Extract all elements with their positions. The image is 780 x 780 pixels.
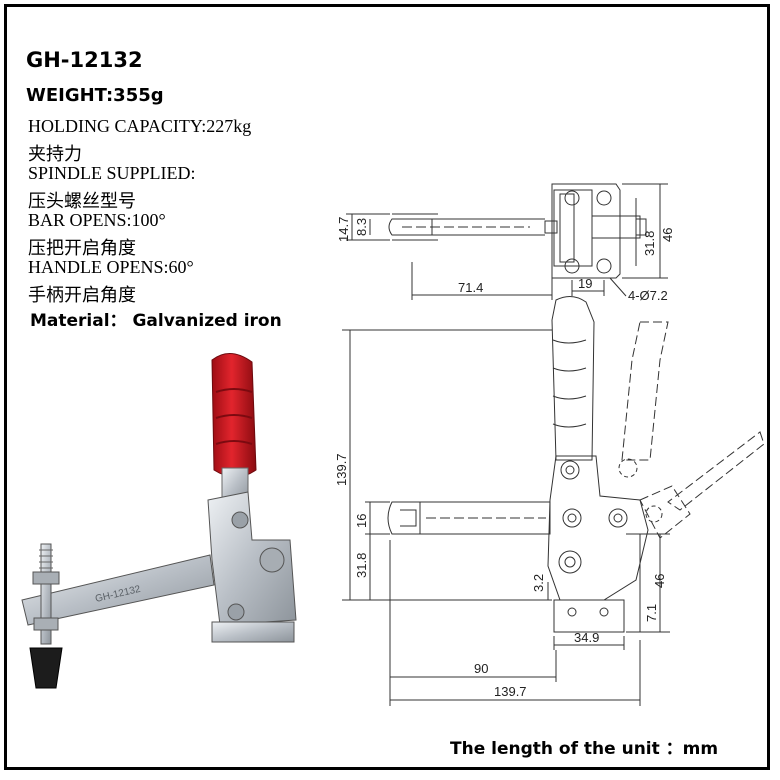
spec-handle-opens-cn: 手柄开启角度: [28, 285, 136, 305]
model-title: GH-12132: [26, 48, 143, 72]
page-frame: [4, 4, 770, 770]
spec-bar-opens-cn: 压把开启角度: [28, 238, 136, 258]
dim-7-1: 7.1: [644, 604, 659, 622]
dim-34-9: 34.9: [574, 630, 599, 645]
dim-46-top: 46: [660, 228, 675, 242]
spec-spindle-supplied-cn: 压头螺丝型号: [28, 191, 136, 211]
dim-31-8-side: 31.8: [354, 553, 369, 578]
dim-139-7-horizontal: 139.7: [494, 684, 527, 699]
dim-holes: 4-Ø7.2: [628, 288, 668, 303]
side-view: [342, 296, 765, 706]
material-label: Material： Galvanized iron: [30, 311, 282, 331]
clamp-body: [207, 491, 297, 643]
dim-90: 90: [474, 661, 488, 676]
dim-31-8-top: 31.8: [642, 231, 657, 256]
spec-spindle-supplied: SPINDLE SUPPLIED:: [28, 163, 196, 183]
dim-46-side: 46: [652, 574, 667, 588]
dim-3-2: 3.2: [531, 574, 546, 592]
rubber-pad: [29, 647, 63, 689]
dim-14-7: 14.7: [336, 217, 351, 242]
spec-holding-capacity-cn: 夹持力: [28, 144, 82, 164]
unit-note: The length of the unit ：mm: [450, 739, 719, 759]
top-view: [346, 183, 668, 300]
weight-label: WEIGHT:355g: [26, 85, 164, 106]
dimension-labels: 14.7 8.3 71.4 19 31.8 46 4-Ø7.2 139.7 16…: [334, 217, 675, 699]
handle-grip: [211, 353, 257, 478]
dim-71-4: 71.4: [458, 280, 483, 295]
dim-8-3: 8.3: [354, 218, 369, 236]
dim-19: 19: [578, 276, 592, 291]
dim-16: 16: [354, 514, 369, 528]
spec-holding-capacity: HOLDING CAPACITY:227kg: [28, 116, 252, 136]
dim-139-7-vertical: 139.7: [334, 453, 349, 486]
spindle: [29, 543, 63, 689]
spec-handle-opens: HANDLE OPENS:60°: [28, 257, 194, 277]
clamp-arm: GH-12132: [21, 554, 215, 626]
spec-bar-opens: BAR OPENS:100°: [28, 210, 166, 230]
